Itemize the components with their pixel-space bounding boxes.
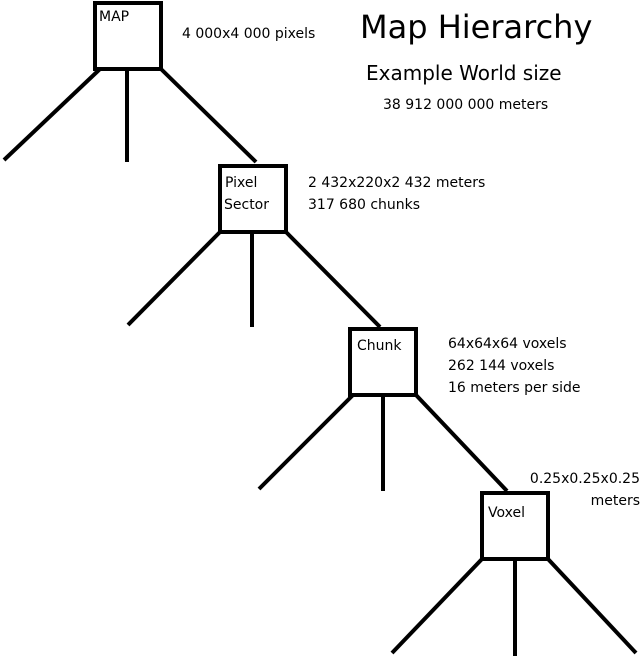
chunk-info-line-1: 64x64x64 voxels xyxy=(448,336,567,352)
map-node-info-line-1: 4 000x4 000 pixels xyxy=(182,26,316,42)
map-node-label: MAP xyxy=(99,9,130,25)
voxel-branch-left xyxy=(390,557,484,655)
map-branch-right xyxy=(159,67,258,164)
chunk-branch-right xyxy=(414,393,509,493)
map-branch-left xyxy=(2,67,102,162)
voxel-info-line-1: 0.25x0.25x0.25 xyxy=(529,471,640,487)
chunk-node-label: Chunk xyxy=(357,338,402,354)
pixel-sector-info-line-1: 2 432x220x2 432 meters xyxy=(308,175,486,191)
chunk-branch-left xyxy=(257,393,355,491)
chunk-info-line-3: 16 meters per side xyxy=(448,380,581,396)
diagram-title: Map Hierarchy xyxy=(360,8,593,46)
pixel-sector-node-label-line-1: Pixel xyxy=(225,175,258,191)
voxel-node-box xyxy=(480,491,550,561)
chunk-info-line-2: 262 144 voxels xyxy=(448,358,555,374)
pixel-sector-branch-left xyxy=(126,230,222,327)
voxel-branch-right xyxy=(546,557,638,655)
pixel-sector-branch-right xyxy=(284,230,382,329)
voxel-info-line-2: meters xyxy=(590,493,640,509)
pixel-sector-node-label-line-2: Sector xyxy=(224,197,270,213)
world-size-value: 38 912 000 000 meters xyxy=(383,97,549,113)
diagram-subtitle: Example World size xyxy=(366,61,562,85)
pixel-sector-info-line-2: 317 680 chunks xyxy=(308,197,421,213)
voxel-node-label: Voxel xyxy=(488,505,525,521)
